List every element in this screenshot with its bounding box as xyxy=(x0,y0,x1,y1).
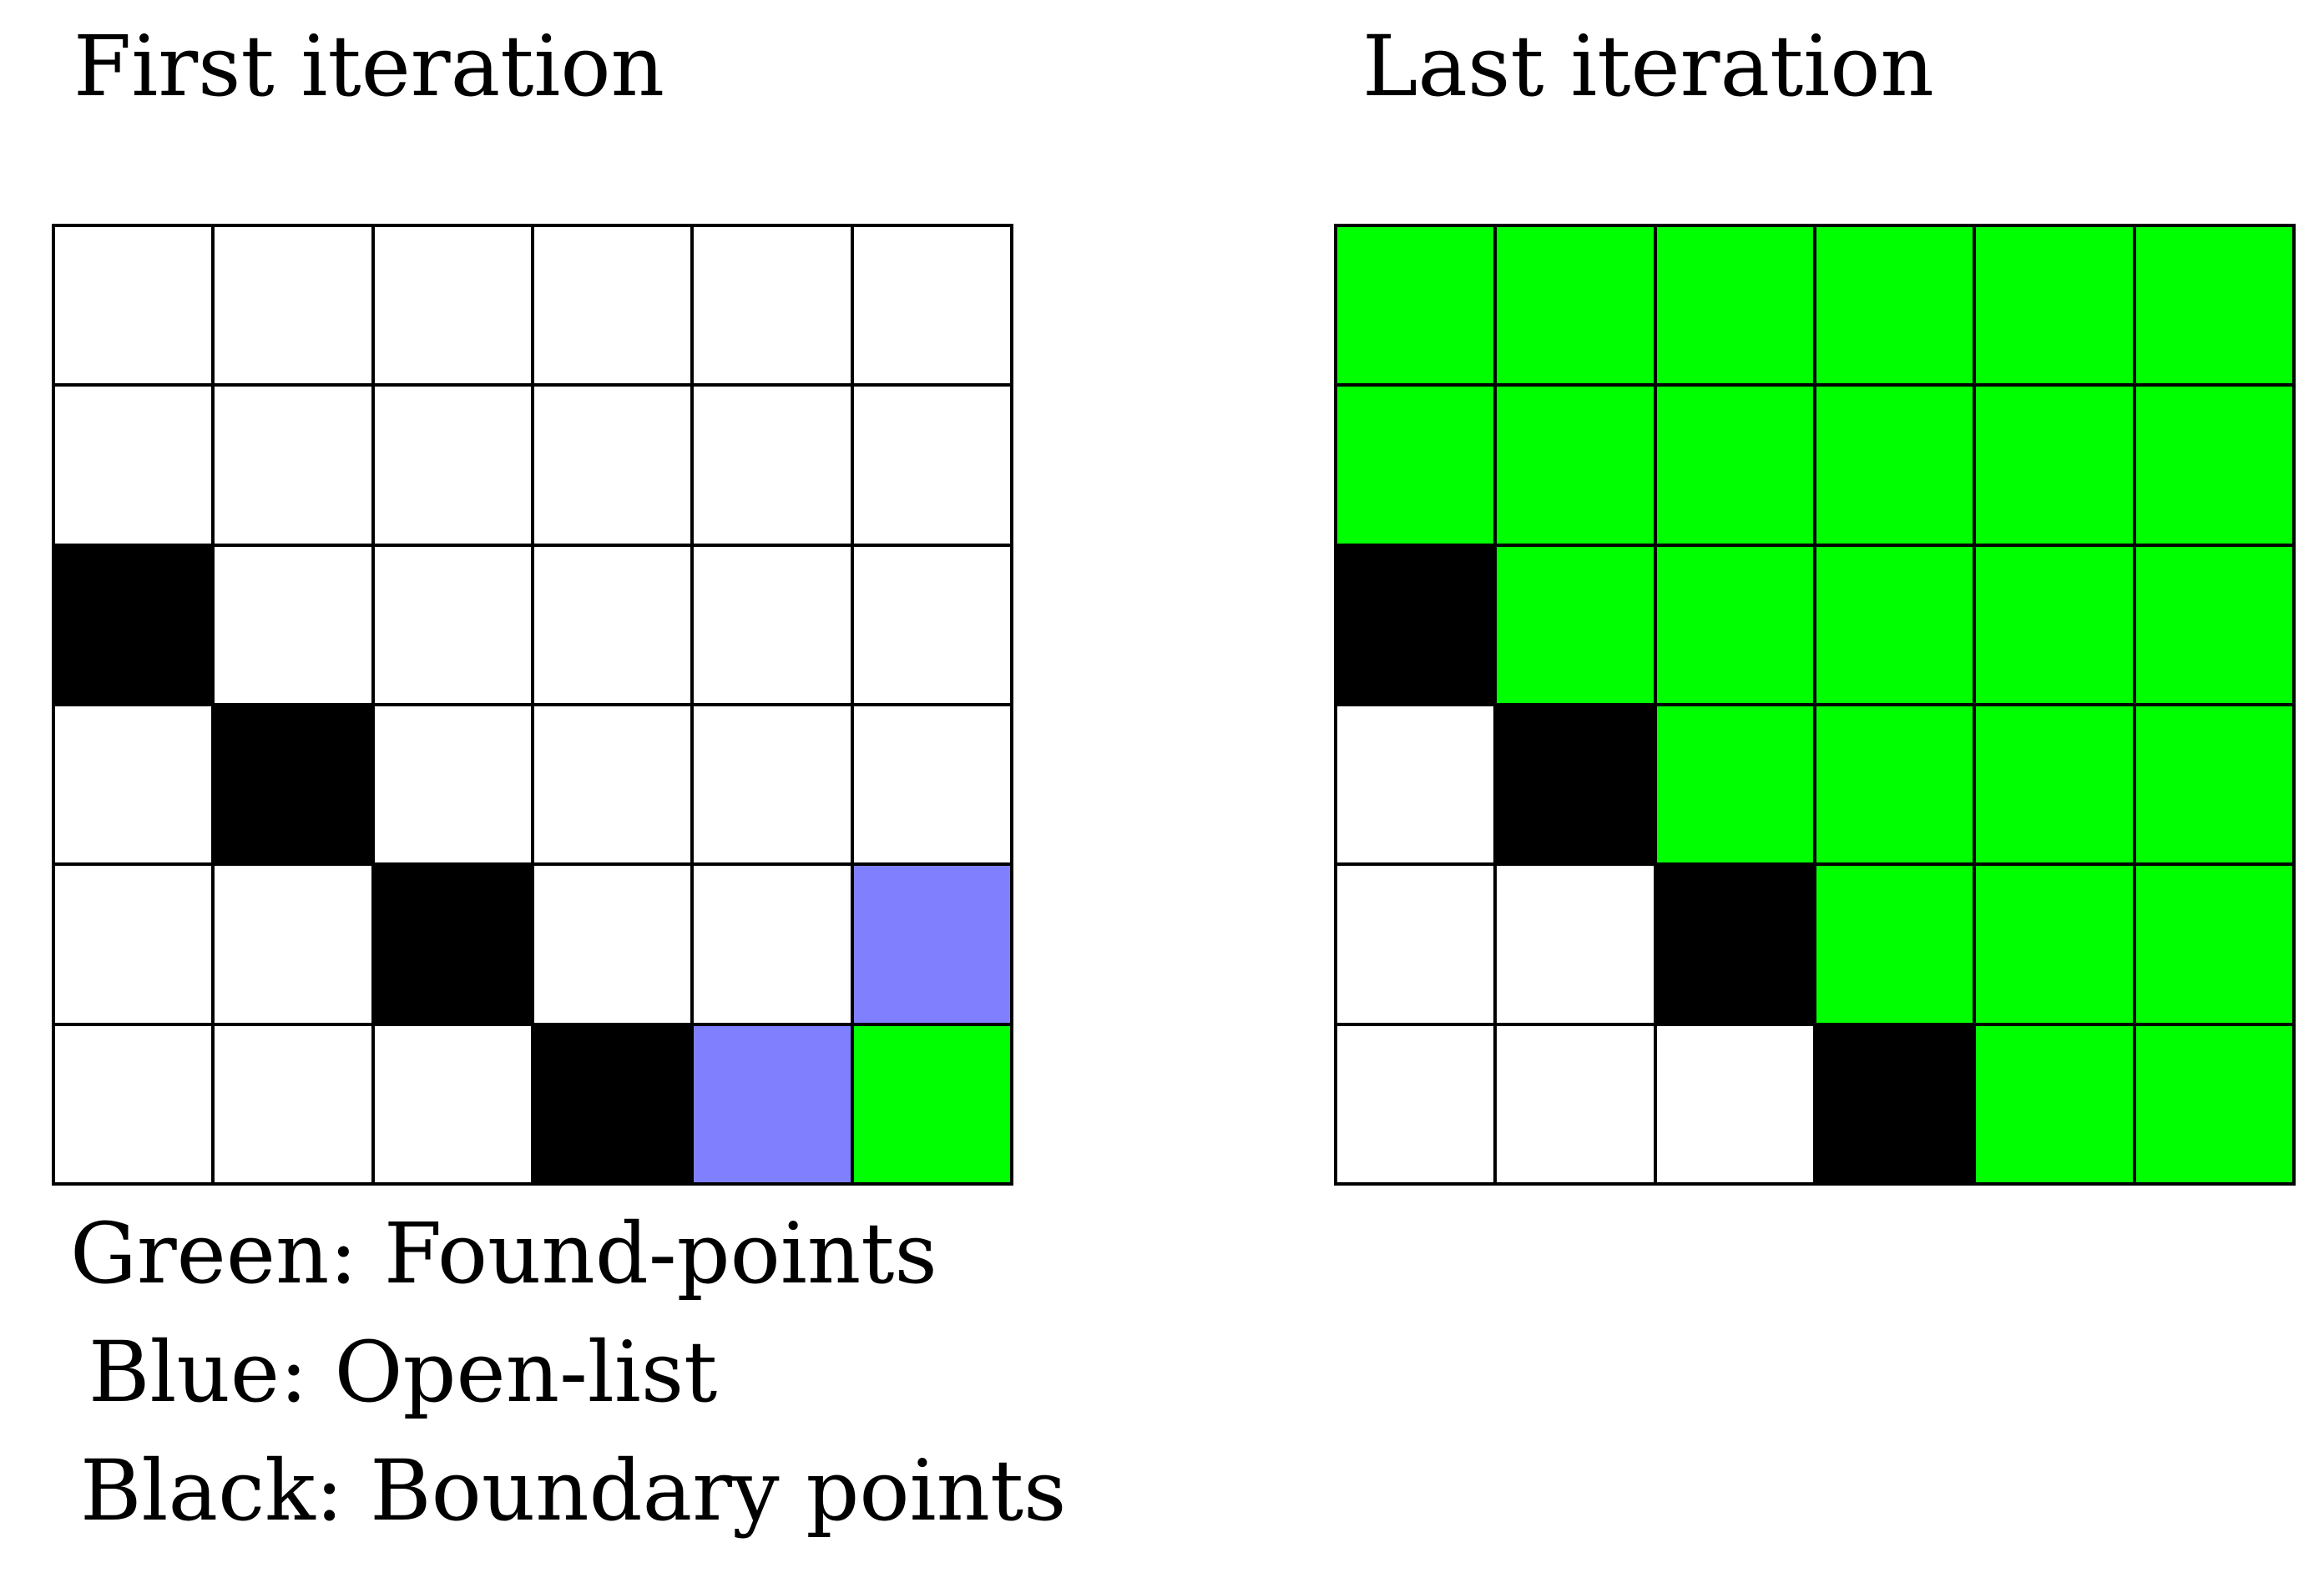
grid-cell-boundary xyxy=(1656,866,1816,1026)
grid-cell-open xyxy=(694,1025,854,1186)
first-iteration-grid xyxy=(52,224,1013,1186)
grid-cell-empty xyxy=(374,1025,534,1186)
grid-cell-boundary xyxy=(374,866,534,1026)
legend-black-boundary-points: Black: Boundary points xyxy=(80,1442,1067,1540)
grid-cell-empty xyxy=(1497,1025,1657,1186)
grid-cell-empty xyxy=(533,227,695,387)
grid-cell-boundary xyxy=(1816,1025,1977,1186)
grid-cell-empty xyxy=(533,546,695,706)
grid-cell-empty xyxy=(533,866,695,1026)
grid-cell-empty xyxy=(853,706,1013,867)
grid-cell-found xyxy=(1497,387,1657,547)
grid-cell-found xyxy=(2135,866,2296,1026)
grid-cell-empty xyxy=(215,387,375,547)
grid-cell-empty xyxy=(55,706,215,867)
grid-cell-empty xyxy=(1656,1025,1816,1186)
grid-cell-found xyxy=(1976,387,2136,547)
grid-cell-empty xyxy=(374,706,534,867)
grid-cell-empty xyxy=(215,546,375,706)
grid-cell-found xyxy=(1497,227,1657,387)
last-iteration-title: Last iteration xyxy=(1362,18,1934,115)
grid-cell-found xyxy=(2135,227,2296,387)
grid-cell-found xyxy=(1816,706,1977,867)
grid-cell-found xyxy=(1816,546,1977,706)
grid-cell-found xyxy=(1976,866,2136,1026)
grid-cell-found xyxy=(1976,227,2136,387)
grid-cell-empty xyxy=(55,1025,215,1186)
grid-cell-found xyxy=(1656,227,1816,387)
grid-cell-found xyxy=(1816,866,1977,1026)
grid-cell-found xyxy=(1656,706,1816,867)
grid-cell-empty xyxy=(853,227,1013,387)
grid-cell-found xyxy=(1337,227,1498,387)
legend-green-found-points: Green: Found-points xyxy=(70,1205,937,1302)
grid-cell-empty xyxy=(374,546,534,706)
grid-cell-boundary xyxy=(1497,706,1657,867)
grid-cell-empty xyxy=(853,387,1013,547)
grid-cell-empty xyxy=(533,387,695,547)
grid-cell-empty xyxy=(694,227,854,387)
grid-cell-found xyxy=(2135,546,2296,706)
grid-cell-empty xyxy=(853,546,1013,706)
last-iteration-grid xyxy=(1334,224,2296,1186)
grid-cell-found xyxy=(2135,1025,2296,1186)
grid-cell-boundary xyxy=(1337,546,1498,706)
grid-cell-found xyxy=(1656,546,1816,706)
grid-cell-boundary xyxy=(533,1025,695,1186)
grid-cell-empty xyxy=(694,866,854,1026)
grid-cell-found xyxy=(1816,227,1977,387)
grid-cell-empty xyxy=(55,387,215,547)
grid-cell-open xyxy=(853,866,1013,1026)
grid-cell-found xyxy=(1976,1025,2136,1186)
grid-cell-found xyxy=(1816,387,1977,547)
grid-cell-boundary xyxy=(55,546,215,706)
grid-cell-found xyxy=(1337,387,1498,547)
grid-cell-found xyxy=(2135,387,2296,547)
grid-cell-found xyxy=(1976,706,2136,867)
grid-cell-empty xyxy=(694,387,854,547)
grid-cell-found xyxy=(1497,546,1657,706)
grid-cell-empty xyxy=(374,227,534,387)
grid-cell-empty xyxy=(374,387,534,547)
grid-cell-found xyxy=(853,1025,1013,1186)
grid-cell-empty xyxy=(1337,1025,1498,1186)
grid-cell-empty xyxy=(533,706,695,867)
grid-cell-empty xyxy=(1337,706,1498,867)
grid-cell-found xyxy=(1656,387,1816,547)
grid-cell-empty xyxy=(1337,866,1498,1026)
grid-cell-boundary xyxy=(215,706,375,867)
grid-cell-empty xyxy=(215,227,375,387)
grid-cell-empty xyxy=(55,866,215,1026)
grid-cell-found xyxy=(2135,706,2296,867)
grid-cell-empty xyxy=(1497,866,1657,1026)
grid-cell-found xyxy=(1976,546,2136,706)
grid-cell-empty xyxy=(694,546,854,706)
legend-blue-open-list: Blue: Open-list xyxy=(88,1323,718,1421)
grid-cell-empty xyxy=(55,227,215,387)
grid-cell-empty xyxy=(215,866,375,1026)
grid-cell-empty xyxy=(694,706,854,867)
grid-cell-empty xyxy=(215,1025,375,1186)
first-iteration-title: First iteration xyxy=(73,18,665,115)
